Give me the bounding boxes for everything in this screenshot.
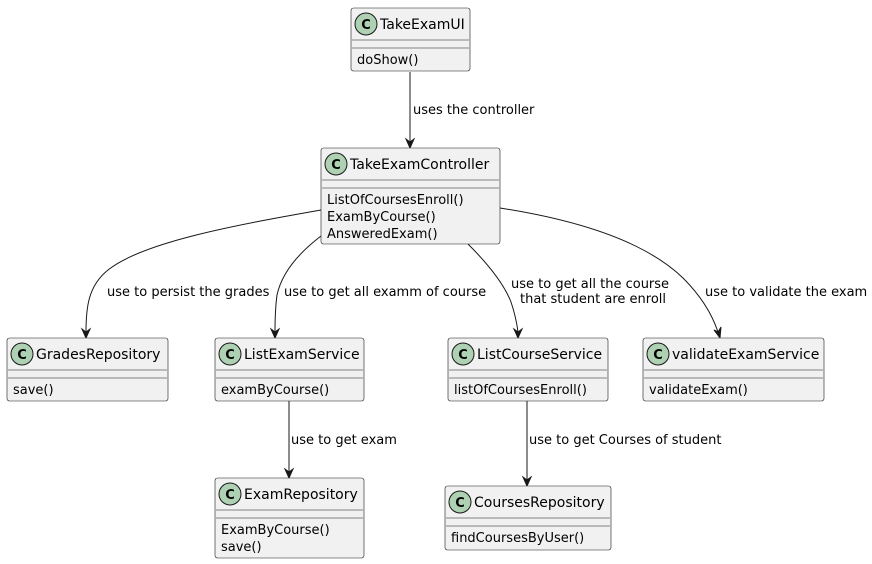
class-name: CoursesRepository [474, 495, 605, 511]
svg-text:C: C [455, 496, 465, 511]
relation-controller-to-list-course: use to get all the course that student a… [467, 243, 669, 340]
relation-controller-to-grades: use to persist the grades [80, 209, 322, 340]
relation-controller-to-validate: use to validate the exam [499, 207, 867, 340]
class-method: ExamByCourse() [221, 523, 330, 538]
class-name: ListExamService [244, 347, 360, 363]
svg-text:C: C [653, 348, 663, 363]
class-list-course-service[interactable]: C ListCourseService listOfCoursesEnroll(… [447, 337, 609, 402]
class-name: TakeExamController [349, 157, 489, 173]
class-stereotype-icon [324, 152, 348, 176]
class-method: save() [13, 383, 54, 398]
class-method: examByCourse() [221, 383, 329, 398]
class-validate-exam-service[interactable]: C validateExamService validateExam() [642, 337, 825, 402]
svg-text:C: C [17, 348, 27, 363]
class-method: AnsweredExam() [327, 227, 438, 242]
class-take-exam-controller[interactable]: C TakeExamController ListOfCoursesEnroll… [320, 147, 501, 245]
class-list-exam-service[interactable]: C ListExamService examByCourse() [214, 337, 365, 402]
relation-list-course-to-courses-repo: use to get Courses of student [521, 401, 721, 488]
class-stereotype-icon [10, 342, 34, 366]
class-stereotype-icon [218, 482, 242, 506]
class-method: save() [221, 540, 262, 555]
relation-label: use to get all examm of course [284, 285, 486, 300]
class-method: doShow() [357, 53, 418, 68]
class-method: ListOfCoursesEnroll() [327, 193, 464, 208]
relation-label: use to persist the grades [107, 285, 270, 300]
relation-label: use to get exam [291, 433, 397, 448]
svg-text:C: C [361, 18, 371, 33]
class-grades-repository[interactable]: C GradesRepository save() [6, 337, 169, 402]
svg-text:C: C [225, 348, 235, 363]
class-method: ExamByCourse() [327, 210, 436, 225]
class-name: TakeExamUI [379, 17, 465, 33]
class-stereotype-icon [646, 342, 670, 366]
class-courses-repository[interactable]: C CoursesRepository findCoursesByUser() [444, 485, 612, 551]
class-stereotype-icon [354, 12, 378, 36]
class-stereotype-icon [451, 342, 475, 366]
class-stereotype-icon [448, 490, 472, 514]
relation-controller-to-list-exam: use to get all examm of course [269, 235, 486, 340]
relation-label: that student are enroll [520, 292, 666, 307]
class-name: ExamRepository [244, 487, 358, 503]
class-take-exam-ui[interactable]: C TakeExamUI doShow() [350, 7, 471, 72]
class-method: validateExam() [649, 383, 748, 398]
class-stereotype-icon [218, 342, 242, 366]
relation-label: use to get Courses of student [529, 433, 721, 448]
class-exam-repository[interactable]: C ExamRepository ExamByCourse() save() [214, 477, 365, 559]
svg-text:C: C [458, 348, 468, 363]
class-method: listOfCoursesEnroll() [454, 383, 587, 398]
svg-text:C: C [331, 158, 341, 173]
class-name: ListCourseService [477, 347, 602, 363]
relation-label: use to get all the course [511, 277, 669, 292]
relation-label: use to validate the exam [705, 285, 867, 300]
class-method: findCoursesByUser() [451, 531, 584, 546]
relation-ui-to-controller: uses the controller [404, 72, 535, 150]
relation-list-exam-to-exam-repo: use to get exam [283, 401, 397, 480]
class-name: validateExamService [672, 347, 819, 363]
svg-text:C: C [225, 488, 235, 503]
relation-label: uses the controller [413, 103, 535, 118]
class-name: GradesRepository [36, 347, 160, 363]
